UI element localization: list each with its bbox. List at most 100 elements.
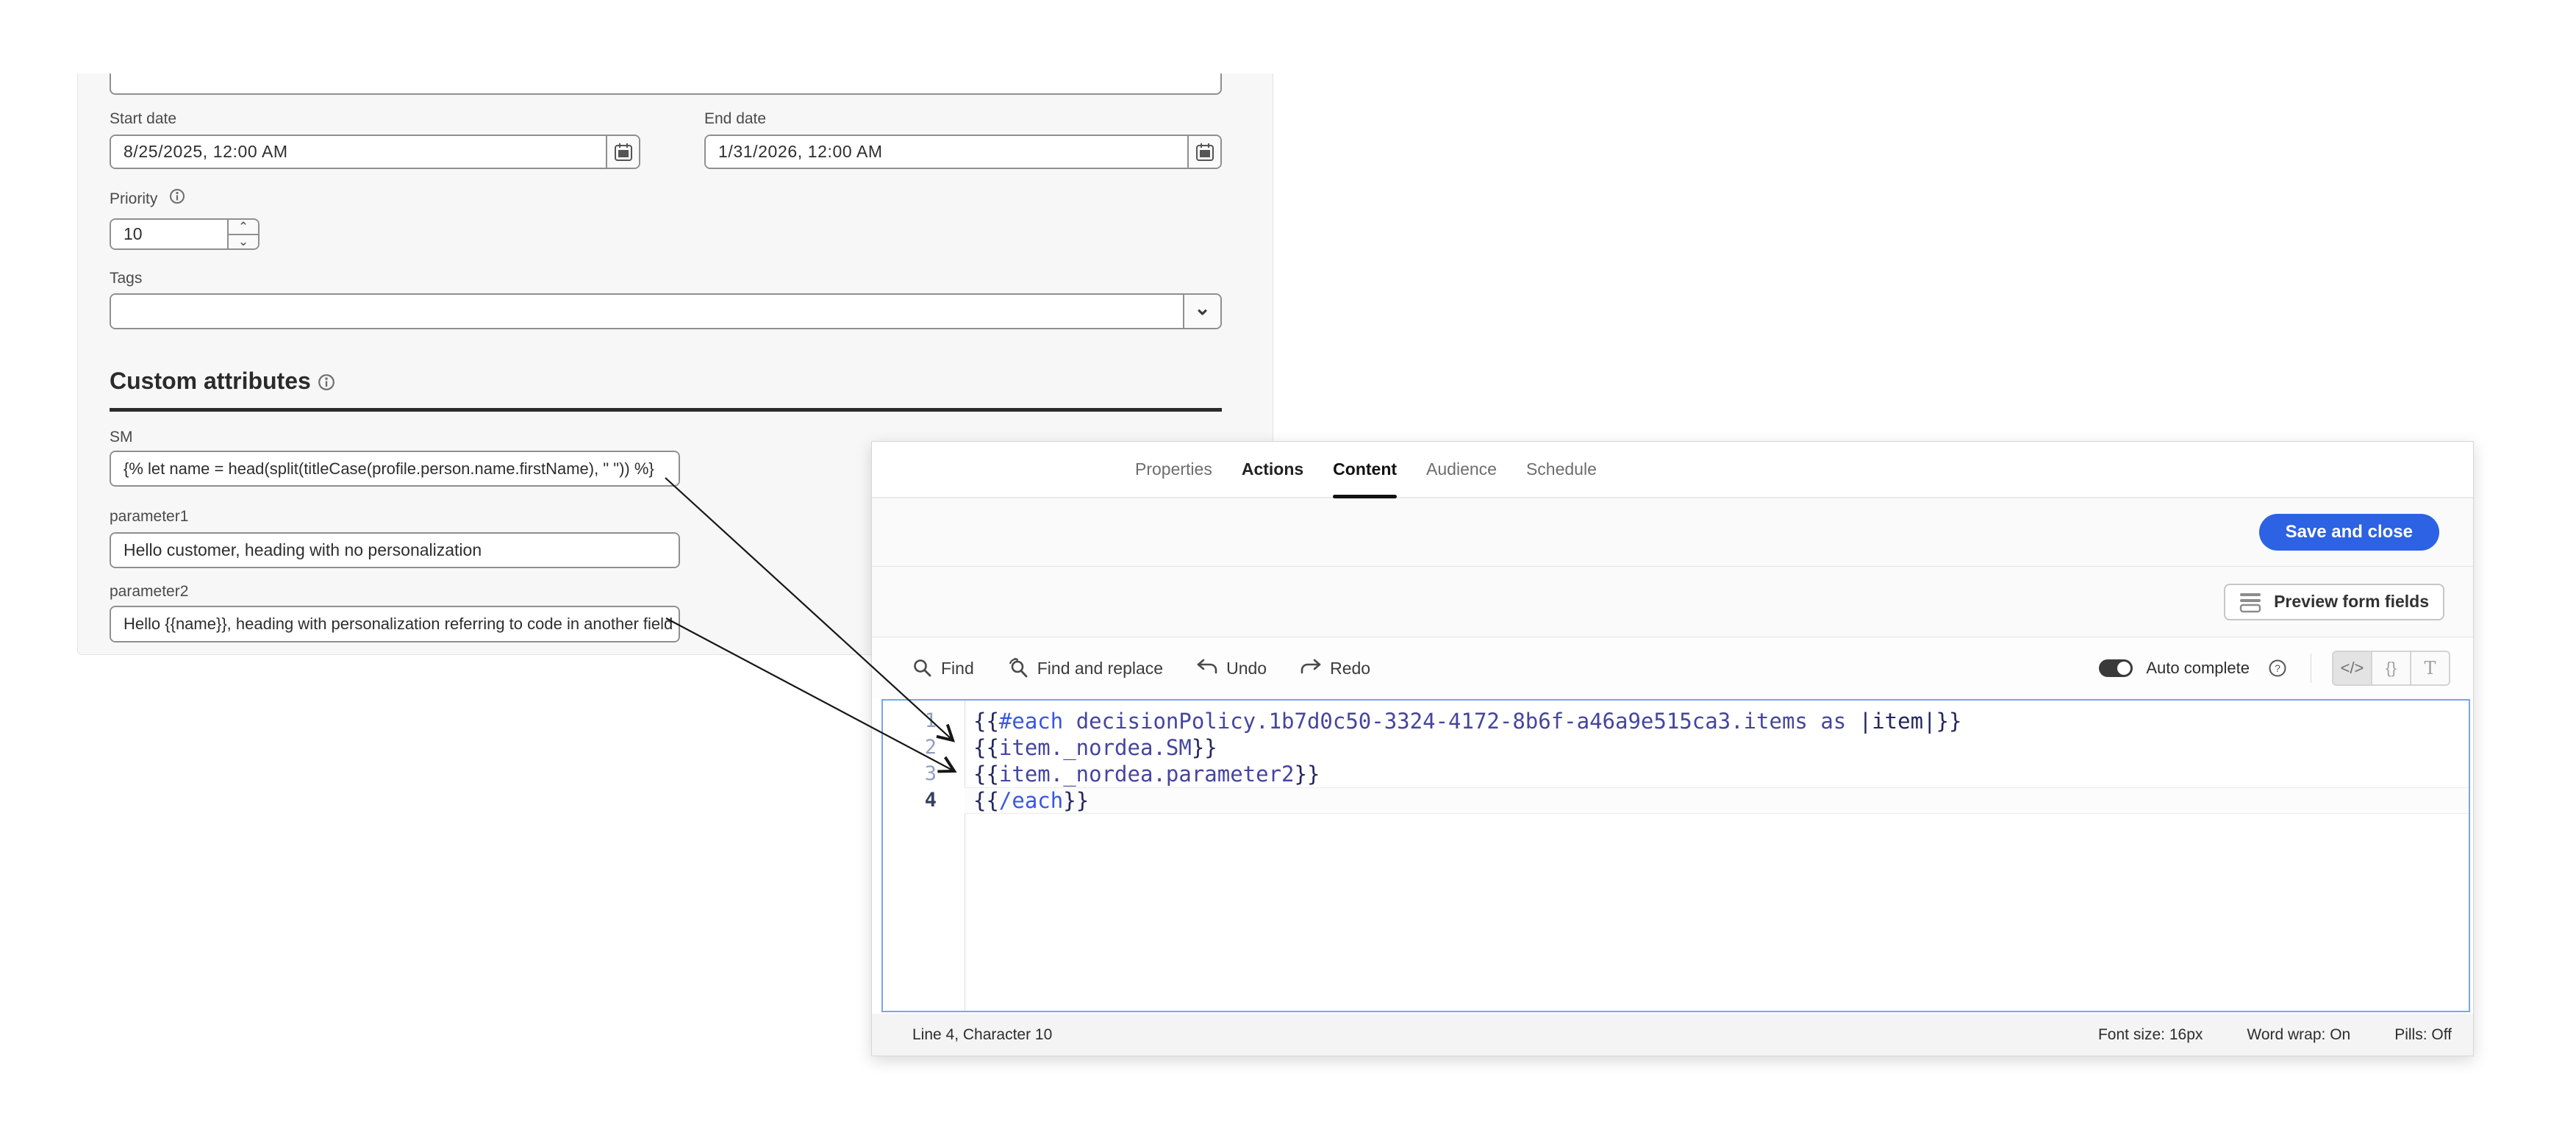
preview-button-label: Preview form fields xyxy=(2274,592,2429,611)
status-right-group: Font size: 16px Word wrap: On Pills: Off xyxy=(2054,1026,2473,1044)
font-size-status[interactable]: Font size: 16px xyxy=(2097,1025,2203,1043)
tags-combobox[interactable]: ⌄ xyxy=(110,293,1222,329)
custom-field-sm[interactable]: {% let name = head(split(titleCase(profi… xyxy=(110,451,680,487)
code-token: }} xyxy=(1294,762,1320,787)
custom-attributes-info-icon[interactable] xyxy=(318,370,335,397)
find-and-replace-button[interactable]: Find and replace xyxy=(1007,657,1163,679)
code-lines: 1{{#each decisionPolicy.1b7d0c50-3324-41… xyxy=(883,701,2469,814)
end-date-value[interactable]: 1/31/2026, 12:00 AM xyxy=(706,136,1187,168)
braces-mode-button[interactable]: {} xyxy=(2371,651,2411,686)
start-date-value[interactable]: 8/25/2025, 12:00 AM xyxy=(111,136,606,168)
custom-field-label: parameter2 xyxy=(110,583,189,600)
custom-attributes-heading-text: Custom attributes xyxy=(110,368,311,394)
help-icon[interactable]: ? xyxy=(2268,659,2287,678)
toolbar-left-group: Find Find and replace xyxy=(872,657,1370,679)
tab-content[interactable]: Content xyxy=(1333,442,1398,498)
content-editor-window: Properties Actions Content Audience Schedule… xyxy=(871,441,2474,1056)
autocomplete-label: Auto complete xyxy=(2146,659,2250,677)
tab-properties[interactable]: Properties xyxy=(1135,442,1212,497)
stepper-up-button[interactable]: ⌃ xyxy=(229,220,258,235)
priority-stepper[interactable]: 10 ⌃ ⌄ xyxy=(110,218,260,250)
end-date-field[interactable]: 1/31/2026, 12:00 AM xyxy=(704,135,1222,169)
calendar-icon xyxy=(614,143,633,162)
find-label: Find xyxy=(941,658,974,678)
code-token: decisionPolicy.1b7d0c50-3324-4172-8b6f-a… xyxy=(1063,709,1859,734)
editor-mode-group: </> {} T xyxy=(2332,651,2450,686)
code-text[interactable]: {{item._nordea.SM}} xyxy=(965,734,2469,761)
tags-dropdown-button[interactable]: ⌄ xyxy=(1183,295,1220,328)
line-number: 4 xyxy=(924,789,937,812)
line-number: 2 xyxy=(924,736,937,759)
code-mode-icon: </> xyxy=(2340,659,2364,677)
tab-label: Schedule xyxy=(1525,459,1597,479)
editor-toolbar: Find Find and replace xyxy=(872,637,2473,699)
priority-value[interactable]: 10 xyxy=(111,220,227,248)
code-line-3[interactable]: 3 {{item._nordea.parameter2}} xyxy=(883,761,2469,787)
end-date-calendar-button[interactable] xyxy=(1187,136,1220,168)
line-number: 1 xyxy=(924,709,937,732)
code-line-4[interactable]: 4 {{/each}} xyxy=(883,787,2469,814)
priority-info-icon[interactable] xyxy=(169,188,185,204)
tab-bar-items: Properties Actions Content Audience Schedule xyxy=(1135,442,1626,498)
start-date-label: Start date xyxy=(110,110,177,127)
pills-status[interactable]: Pills: Off xyxy=(2394,1025,2452,1043)
tab-label: Properties xyxy=(1135,459,1212,479)
priority-label: Priority xyxy=(110,190,158,207)
code-token: |item| xyxy=(1858,709,1936,734)
redo-button[interactable]: Redo xyxy=(1300,659,1370,679)
start-date-field[interactable]: 8/25/2025, 12:00 AM xyxy=(110,135,640,169)
code-mode-button[interactable]: </> xyxy=(2332,651,2372,686)
chevron-down-icon: ⌄ xyxy=(1194,297,1211,319)
line-number: 3 xyxy=(924,762,937,785)
custom-field-sm-value[interactable]: {% let name = head(split(titleCase(profi… xyxy=(111,452,679,485)
code-token: #each xyxy=(998,709,1064,734)
cursor-position-status: Line 4, Character 10 xyxy=(912,1025,1053,1043)
code-text[interactable]: {{item._nordea.parameter2}} xyxy=(965,761,2469,787)
code-line-2[interactable]: 2 {{item._nordea.SM}} xyxy=(883,734,2469,761)
save-and-close-button[interactable]: Save and close xyxy=(2258,514,2439,551)
custom-attributes-heading: Custom attributes xyxy=(110,368,335,397)
code-token: item._nordea.SM xyxy=(998,735,1192,760)
word-wrap-status[interactable]: Word wrap: On xyxy=(2247,1025,2351,1043)
code-token: {{ xyxy=(973,762,999,787)
tab-audience[interactable]: Audience xyxy=(1426,442,1497,497)
code-line-1[interactable]: 1 {{#each decisionPolicy.1b7d0c50-3324-41… xyxy=(883,708,2469,734)
heading-divider xyxy=(110,408,1222,412)
custom-field-parameter2-value[interactable]: Hello {{name}}, heading with personaliza… xyxy=(111,607,679,641)
end-date-label: End date xyxy=(704,110,767,127)
toggle-knob xyxy=(2117,662,2131,675)
preview-header-row: Preview form fields xyxy=(872,567,2473,637)
undo-label: Undo xyxy=(1226,658,1267,678)
autocomplete-toggle[interactable] xyxy=(2099,659,2133,677)
code-text[interactable]: {{#each decisionPolicy.1b7d0c50-3324-417… xyxy=(965,708,2469,734)
tab-label: Audience xyxy=(1426,459,1497,479)
truncated-top-field[interactable] xyxy=(110,74,1222,95)
tab-actions[interactable]: Actions xyxy=(1242,442,1303,497)
toolbar-right-group: Auto complete ? </> {} T xyxy=(2099,651,2473,686)
find-replace-icon xyxy=(1007,657,1029,679)
preview-form-fields-button[interactable]: Preview form fields xyxy=(2224,583,2444,620)
undo-button[interactable]: Undo xyxy=(1196,659,1267,679)
chevron-down-icon: ⌄ xyxy=(237,234,249,249)
stepper-down-button[interactable]: ⌄ xyxy=(229,234,258,249)
custom-field-label: parameter1 xyxy=(110,508,189,525)
start-date-calendar-button[interactable] xyxy=(606,136,639,168)
save-header-row: Save and close xyxy=(872,498,2473,567)
code-token: }} xyxy=(1936,709,1962,734)
code-token: item._nordea.parameter2 xyxy=(998,762,1295,787)
code-token: {{ xyxy=(973,709,999,734)
code-token: {{ xyxy=(973,735,999,760)
redo-label: Redo xyxy=(1330,658,1371,678)
editor-area: 1{{#each decisionPolicy.1b7d0c50-3324-41… xyxy=(872,699,2473,1014)
code-editor[interactable]: 1{{#each decisionPolicy.1b7d0c50-3324-41… xyxy=(881,699,2470,1012)
find-button[interactable]: Find xyxy=(912,658,974,679)
code-text[interactable]: {{/each}} xyxy=(965,787,2469,814)
tags-value[interactable] xyxy=(111,295,1183,328)
custom-field-parameter2[interactable]: Hello {{name}}, heading with personaliza… xyxy=(110,606,680,642)
tab-label: Content xyxy=(1333,459,1398,479)
custom-field-parameter1-value[interactable]: Hello customer, heading with no personal… xyxy=(111,534,679,567)
tab-schedule[interactable]: Schedule xyxy=(1526,442,1597,497)
custom-field-parameter1[interactable]: Hello customer, heading with no personal… xyxy=(110,532,680,568)
text-mode-button[interactable]: T xyxy=(2410,651,2450,686)
code-token: }} xyxy=(1063,788,1090,813)
